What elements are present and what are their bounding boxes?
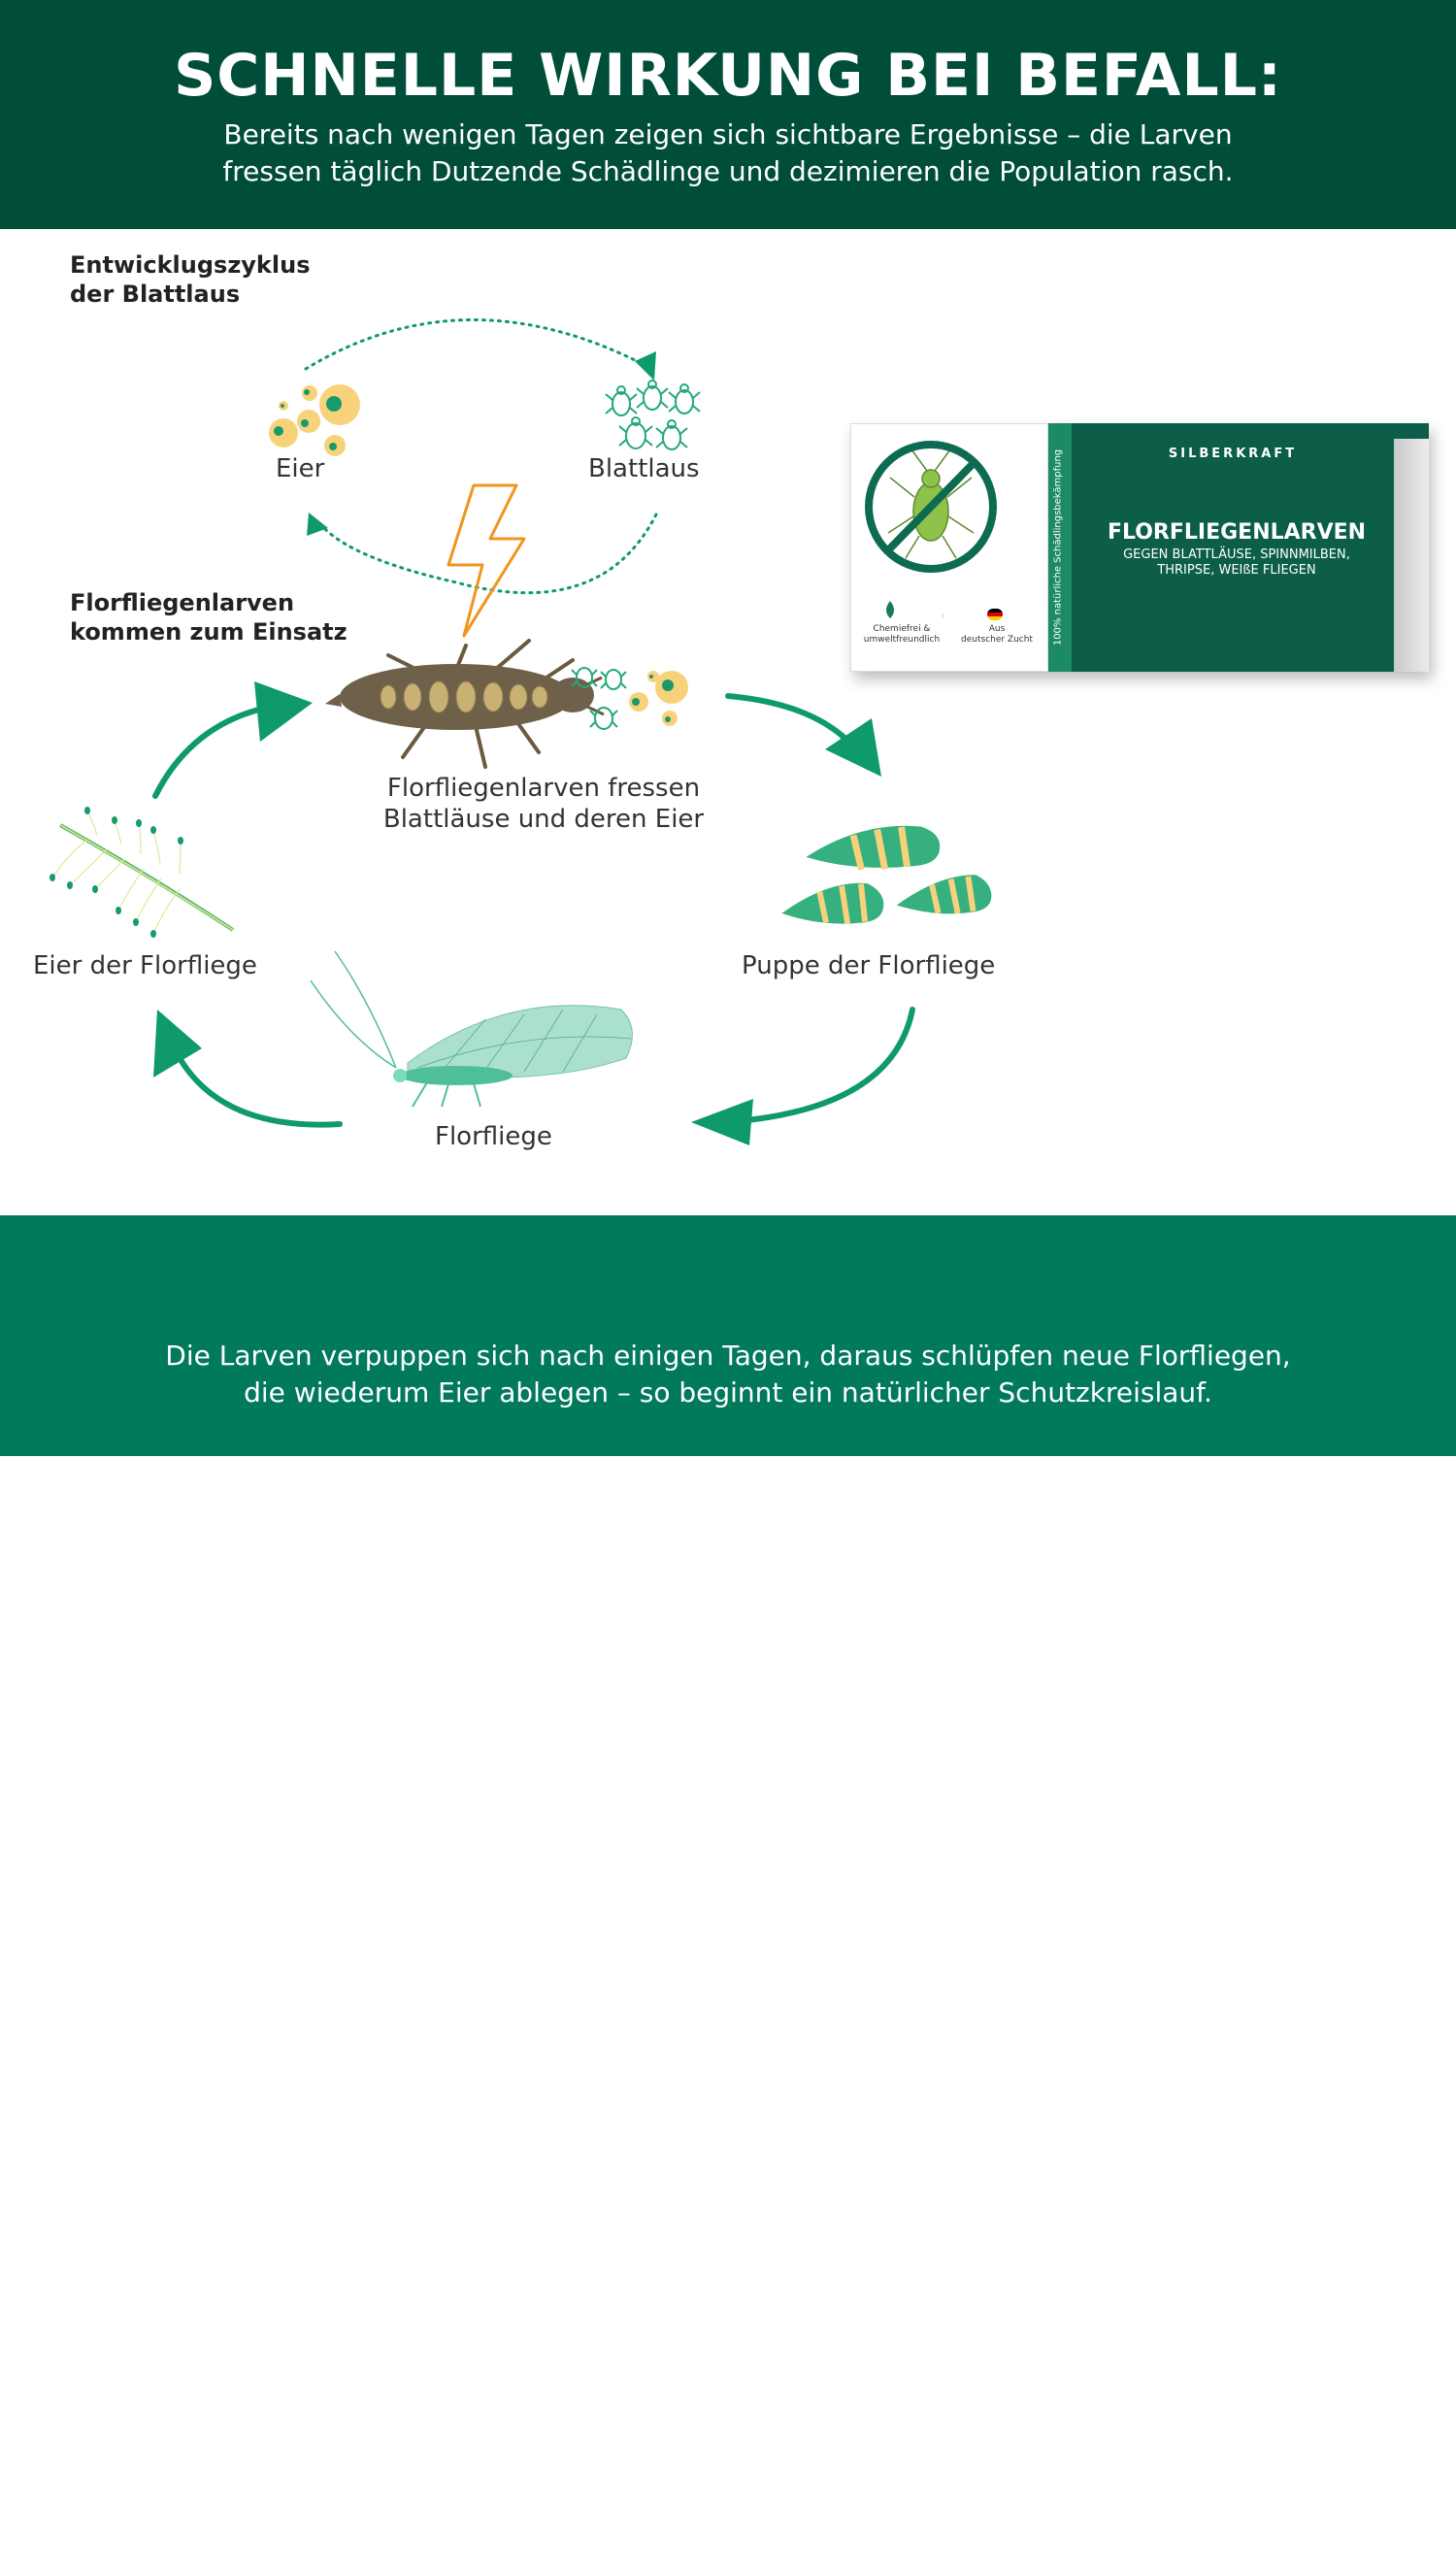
cycle-arrow-pupa-to-adult	[735, 1007, 915, 1124]
footer-title: LANGFRISTIGER EFFEKT:	[314, 2484, 1142, 2552]
lacewing-pupa-icon	[781, 825, 992, 924]
aphid-cycle-heading: Entwicklugszyklus der Blattlaus	[70, 250, 311, 309]
pupa-label: Puppe der Florfliege	[742, 951, 996, 980]
lightning-bolt-icon	[447, 483, 526, 638]
badge-german-breeding: Aus deutscher Zucht	[952, 624, 1042, 646]
larva-label-line2: Blattläuse und deren Eier	[382, 805, 705, 834]
lacewing-eggs-icon	[50, 807, 235, 938]
aphid-cycle-arrowhead-top	[635, 351, 656, 381]
arrowhead-larva	[254, 681, 313, 742]
footer-banner: LANGFRISTIGER EFFEKT: Die Larven verpupp…	[0, 1215, 1456, 2547]
footer-text: Die Larven verpuppen sich nach einigen T…	[0, 1338, 1456, 1411]
aphid-cycle-arrowhead-bottom	[307, 513, 328, 536]
aphid-eggs-icon	[269, 384, 360, 456]
aphid-eggs-label: Eier	[276, 454, 325, 483]
header-text-line1: Bereits nach wenigen Tagen zeigen sich s…	[223, 118, 1233, 150]
footer-text-line1: Die Larven verpuppen sich nach einigen T…	[165, 1340, 1291, 1372]
badge-chemical-free: Chemiefrei & umweltfreundlich	[861, 624, 943, 646]
product-spine-text: 100% natürliche Schädlingsbekämpfung	[1052, 448, 1064, 646]
lacewing-cycle-heading: Florfliegenlarven kommen zum Einsatz	[70, 588, 347, 646]
arrowhead-pupa	[825, 718, 881, 777]
product-title: FLORFLIEGENLARVEN	[1107, 520, 1367, 545]
product-box: Chemiefrei & umweltfreundlich Aus deutsc…	[850, 423, 1429, 685]
german-flag-icon	[987, 609, 1003, 620]
badge1-line2: umweltfreundlich	[863, 635, 941, 645]
prey-icon	[571, 667, 627, 730]
product-box-end	[1394, 439, 1429, 672]
cycle-arrow-adult-to-eggs	[177, 1055, 343, 1128]
header-banner: SCHNELLE WIRKUNG BEI BEFALL: Bereits nac…	[0, 0, 1456, 229]
product-brand: SILBERKRAFT	[1168, 447, 1298, 461]
product-box-spine	[1048, 423, 1072, 672]
lacewing-eggs-label: Eier der Florfliege	[33, 951, 257, 980]
product-subtitle-line2: THRIPSE, WEIßE FLIEGEN	[1157, 563, 1316, 578]
lacewing-adult-icon	[310, 950, 633, 1108]
badge2-line2: deutscher Zucht	[961, 635, 1033, 645]
aphid-cycle-heading-line1: Entwicklugszyklus	[70, 251, 311, 279]
lacewing-cycle-heading-line2: kommen zum Einsatz	[70, 618, 347, 646]
cycle-illustration	[50, 318, 992, 1145]
adult-label: Florfliege	[435, 1122, 552, 1151]
header-text-line2: fressen täglich Dutzende Schädlinge und …	[222, 155, 1234, 187]
aphid-cycle-arrow-bottom	[318, 513, 658, 595]
no-aphid-icon	[865, 441, 997, 618]
aphid-label: Blattlaus	[588, 454, 700, 483]
aphid-cycle-arrow-top	[304, 318, 650, 371]
larva-label: Florfliegenlarven fressen Blattläuse und…	[349, 773, 738, 835]
header-text: Bereits nach wenigen Tagen zeigen sich s…	[0, 116, 1456, 190]
lacewing-cycle-heading-line1: Florfliegenlarven	[70, 589, 295, 616]
cycle-arrow-larva-to-pupa	[725, 693, 857, 750]
header-title: SCHNELLE WIRKUNG BEI BEFALL:	[174, 42, 1282, 110]
product-subtitle: GEGEN BLATTLÄUSE, SPINNMILBEN, THRIPSE, …	[1072, 547, 1402, 579]
arrowhead-eggs	[153, 1010, 202, 1077]
aphids-icon	[605, 380, 701, 450]
prey-eggs-icon	[629, 671, 688, 726]
product-box-front: Chemiefrei & umweltfreundlich Aus deutsc…	[850, 423, 1048, 672]
badge1-line1: Chemiefrei &	[873, 624, 931, 634]
arrowhead-adult	[691, 1099, 753, 1145]
aphid-cycle-heading-line2: der Blattlaus	[70, 281, 241, 308]
badge2-line1: Aus	[988, 624, 1006, 634]
larva-label-line1: Florfliegenlarven fressen	[386, 774, 701, 803]
product-subtitle-line1: GEGEN BLATTLÄUSE, SPINNMILBEN,	[1123, 547, 1350, 562]
footer-text-line2: die wiederum Eier ablegen – so beginnt e…	[244, 1376, 1212, 1409]
lacewing-larva-icon	[325, 639, 605, 769]
